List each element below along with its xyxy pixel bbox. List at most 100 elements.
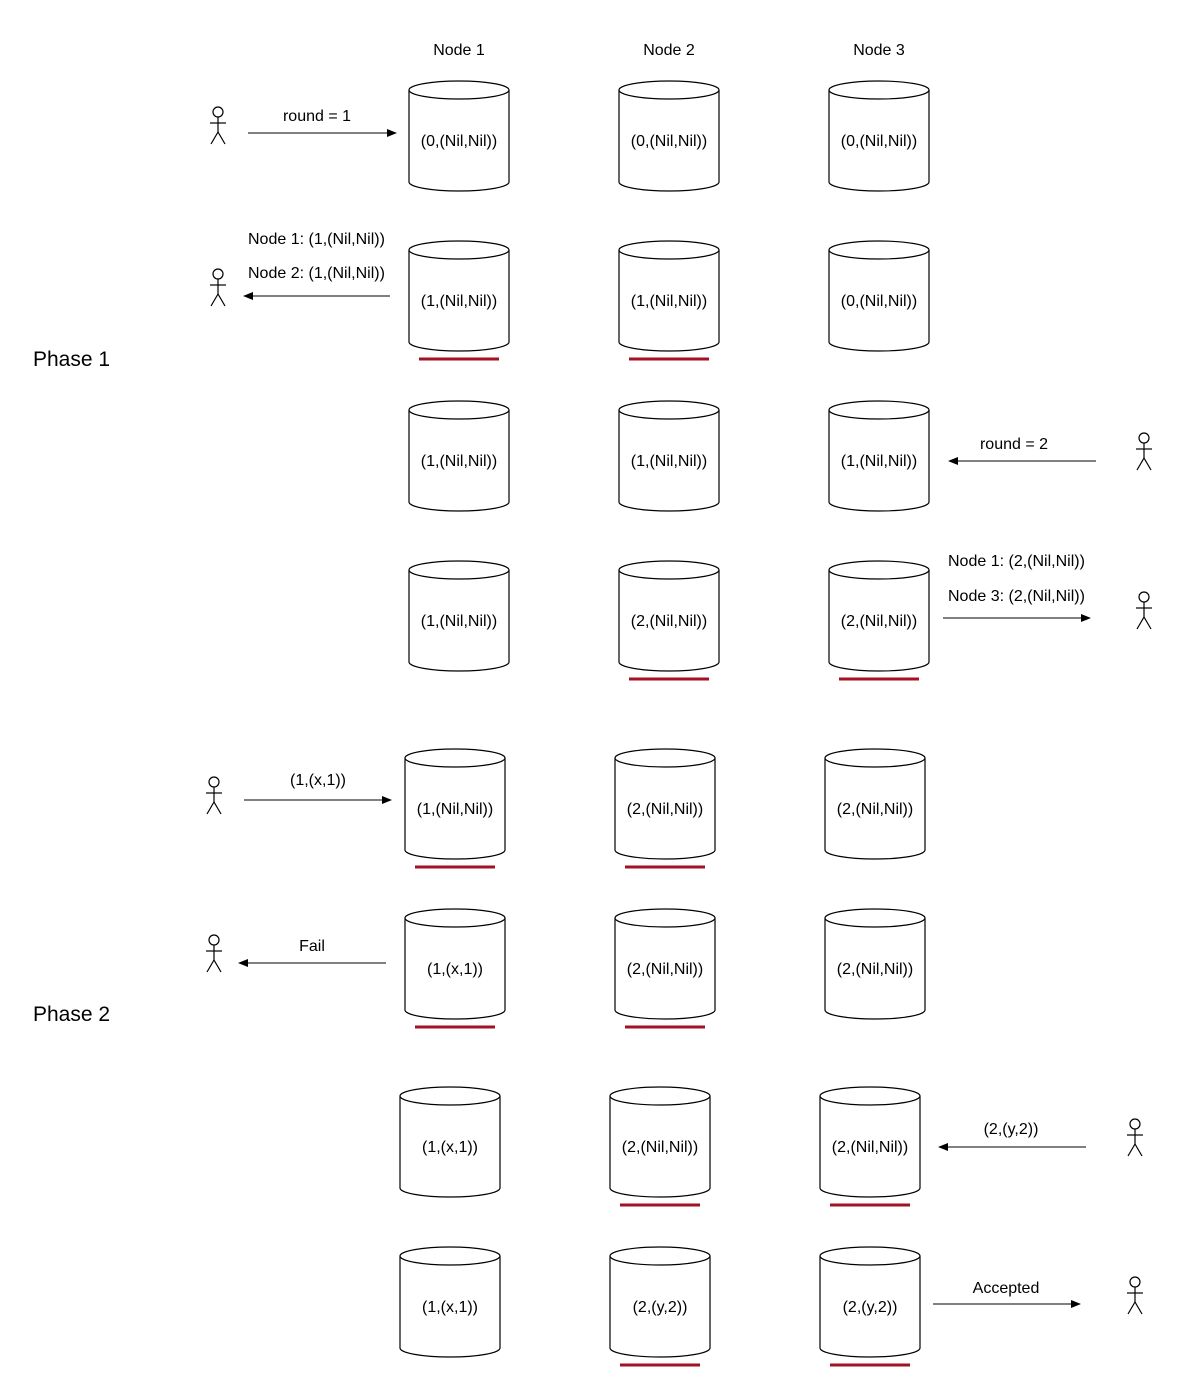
cylinder-rim bbox=[614, 757, 716, 768]
cylinder-rim bbox=[618, 569, 720, 580]
cylinder-rim bbox=[408, 569, 510, 580]
cylinder-rim bbox=[828, 409, 930, 420]
cylinder-rim bbox=[828, 569, 930, 580]
cylinder-body bbox=[618, 560, 720, 672]
arrow-head bbox=[238, 959, 248, 967]
cylinder: (1,(Nil,Nil)) bbox=[618, 240, 720, 361]
cylinder-body bbox=[609, 1246, 711, 1358]
cylinder-label: (1,(Nil,Nil)) bbox=[421, 453, 497, 470]
actor-figure bbox=[209, 268, 227, 307]
cylinder-body bbox=[618, 80, 720, 192]
actor-figure bbox=[1135, 591, 1153, 630]
actor-figure bbox=[1126, 1118, 1144, 1157]
cylinder: (1,(x,1)) bbox=[404, 908, 506, 1029]
message-label: round = 2 bbox=[980, 436, 1048, 453]
arrow-head bbox=[948, 457, 958, 465]
phase-2-label: Phase 2 bbox=[33, 1003, 110, 1026]
message-label: Node 1: (2,(Nil,Nil)) bbox=[948, 553, 1085, 570]
cylinder-body bbox=[609, 1086, 711, 1198]
cylinder-body bbox=[404, 748, 506, 860]
cylinder: (2,(Nil,Nil)) bbox=[614, 908, 716, 1029]
message-label: Node 3: (2,(Nil,Nil)) bbox=[948, 588, 1085, 605]
cylinder-body bbox=[828, 240, 930, 352]
cylinder-label: (1,(Nil,Nil)) bbox=[421, 293, 497, 310]
arrow-head bbox=[1081, 614, 1091, 622]
cylinder-label: (0,(Nil,Nil)) bbox=[631, 133, 707, 150]
arrow-head bbox=[387, 129, 397, 137]
cylinder-rim bbox=[614, 917, 716, 928]
cylinder-label: (2,(Nil,Nil)) bbox=[631, 613, 707, 630]
phase-1-label: Phase 1 bbox=[33, 348, 110, 371]
cylinder-body bbox=[824, 748, 926, 860]
message-promise-round-1: Node 1: (1,(Nil,Nil)) Node 2: (1,(Nil,Ni… bbox=[209, 231, 390, 307]
message-label: (1,(x,1)) bbox=[290, 772, 346, 789]
cylinder-body bbox=[828, 560, 930, 672]
cylinder-label: (0,(Nil,Nil)) bbox=[841, 293, 917, 310]
message-label: Accepted bbox=[973, 1280, 1040, 1297]
cylinder-body bbox=[828, 80, 930, 192]
cylinder-rim bbox=[408, 89, 510, 100]
cylinder-label: (2,(Nil,Nil)) bbox=[832, 1139, 908, 1156]
message-accept-y: (2,(y,2)) bbox=[938, 1118, 1144, 1157]
actor-figure bbox=[205, 776, 223, 815]
cylinder-rim bbox=[618, 249, 720, 260]
cylinder-body bbox=[408, 240, 510, 352]
message-accept-x: (1,(x,1)) bbox=[205, 772, 392, 815]
cylinder-label: (2,(y,2)) bbox=[843, 1299, 898, 1316]
cylinder-rim bbox=[404, 757, 506, 768]
arrow-head bbox=[1071, 1300, 1081, 1308]
cylinder-body bbox=[614, 908, 716, 1020]
cylinder-label: (0,(Nil,Nil)) bbox=[841, 133, 917, 150]
cylinder-body bbox=[819, 1086, 921, 1198]
cylinder: (2,(Nil,Nil)) bbox=[824, 748, 926, 860]
message-round-1: round = 1 bbox=[209, 106, 397, 145]
cylinder: (1,(Nil,Nil)) bbox=[404, 748, 506, 869]
cylinder-rim bbox=[399, 1255, 501, 1266]
cylinder-label: (1,(Nil,Nil)) bbox=[421, 613, 497, 630]
message-fail: Fail bbox=[205, 934, 386, 973]
cylinder-body bbox=[404, 908, 506, 1020]
cylinder-rim bbox=[824, 917, 926, 928]
cylinder-rim bbox=[399, 1095, 501, 1106]
message-label: Node 2: (1,(Nil,Nil)) bbox=[248, 265, 385, 282]
cylinder: (0,(Nil,Nil)) bbox=[618, 80, 720, 192]
actor-figure bbox=[209, 106, 227, 145]
actor-figure bbox=[1135, 432, 1153, 471]
cylinder: (2,(y,2)) bbox=[819, 1246, 921, 1367]
cylinder-rim bbox=[824, 757, 926, 768]
cylinder-label: (2,(Nil,Nil)) bbox=[627, 801, 703, 818]
message-label: Fail bbox=[299, 938, 325, 955]
message-accepted: Accepted bbox=[933, 1276, 1144, 1315]
node-1-header: Node 1 bbox=[433, 42, 485, 59]
node-2-header: Node 2 bbox=[643, 42, 695, 59]
cylinder-label: (0,(Nil,Nil)) bbox=[421, 133, 497, 150]
cylinder-label: (2,(y,2)) bbox=[633, 1299, 688, 1316]
message-round-2: round = 2 bbox=[948, 432, 1153, 471]
message-label: round = 1 bbox=[283, 108, 351, 125]
cylinder-rim bbox=[408, 249, 510, 260]
cylinder-label: (1,(x,1)) bbox=[422, 1139, 478, 1156]
arrow-head bbox=[243, 292, 253, 300]
node-3-header: Node 3 bbox=[853, 42, 905, 59]
actor-figure bbox=[1126, 1276, 1144, 1315]
message-label: Node 1: (1,(Nil,Nil)) bbox=[248, 231, 385, 248]
cylinder-body bbox=[618, 400, 720, 512]
cylinder-rim bbox=[819, 1095, 921, 1106]
cylinder-body bbox=[819, 1246, 921, 1358]
cylinder-body bbox=[824, 908, 926, 1020]
cylinder-label: (1,(Nil,Nil)) bbox=[631, 453, 707, 470]
cylinder: (2,(Nil,Nil)) bbox=[828, 560, 930, 681]
cylinder: (1,(x,1)) bbox=[399, 1246, 501, 1358]
cylinder-rim bbox=[819, 1255, 921, 1266]
cylinder: (1,(Nil,Nil)) bbox=[408, 240, 510, 361]
cylinder: (2,(Nil,Nil)) bbox=[819, 1086, 921, 1207]
cylinder-label: (2,(Nil,Nil)) bbox=[837, 961, 913, 978]
cylinder-body bbox=[408, 400, 510, 512]
cylinder-rim bbox=[618, 89, 720, 100]
cylinder: (2,(Nil,Nil)) bbox=[609, 1086, 711, 1207]
message-label: (2,(y,2)) bbox=[984, 1121, 1039, 1138]
cylinder: (0,(Nil,Nil)) bbox=[828, 240, 930, 352]
cylinder-label: (1,(Nil,Nil)) bbox=[417, 801, 493, 818]
cylinder-body bbox=[614, 748, 716, 860]
cylinder-body bbox=[408, 80, 510, 192]
